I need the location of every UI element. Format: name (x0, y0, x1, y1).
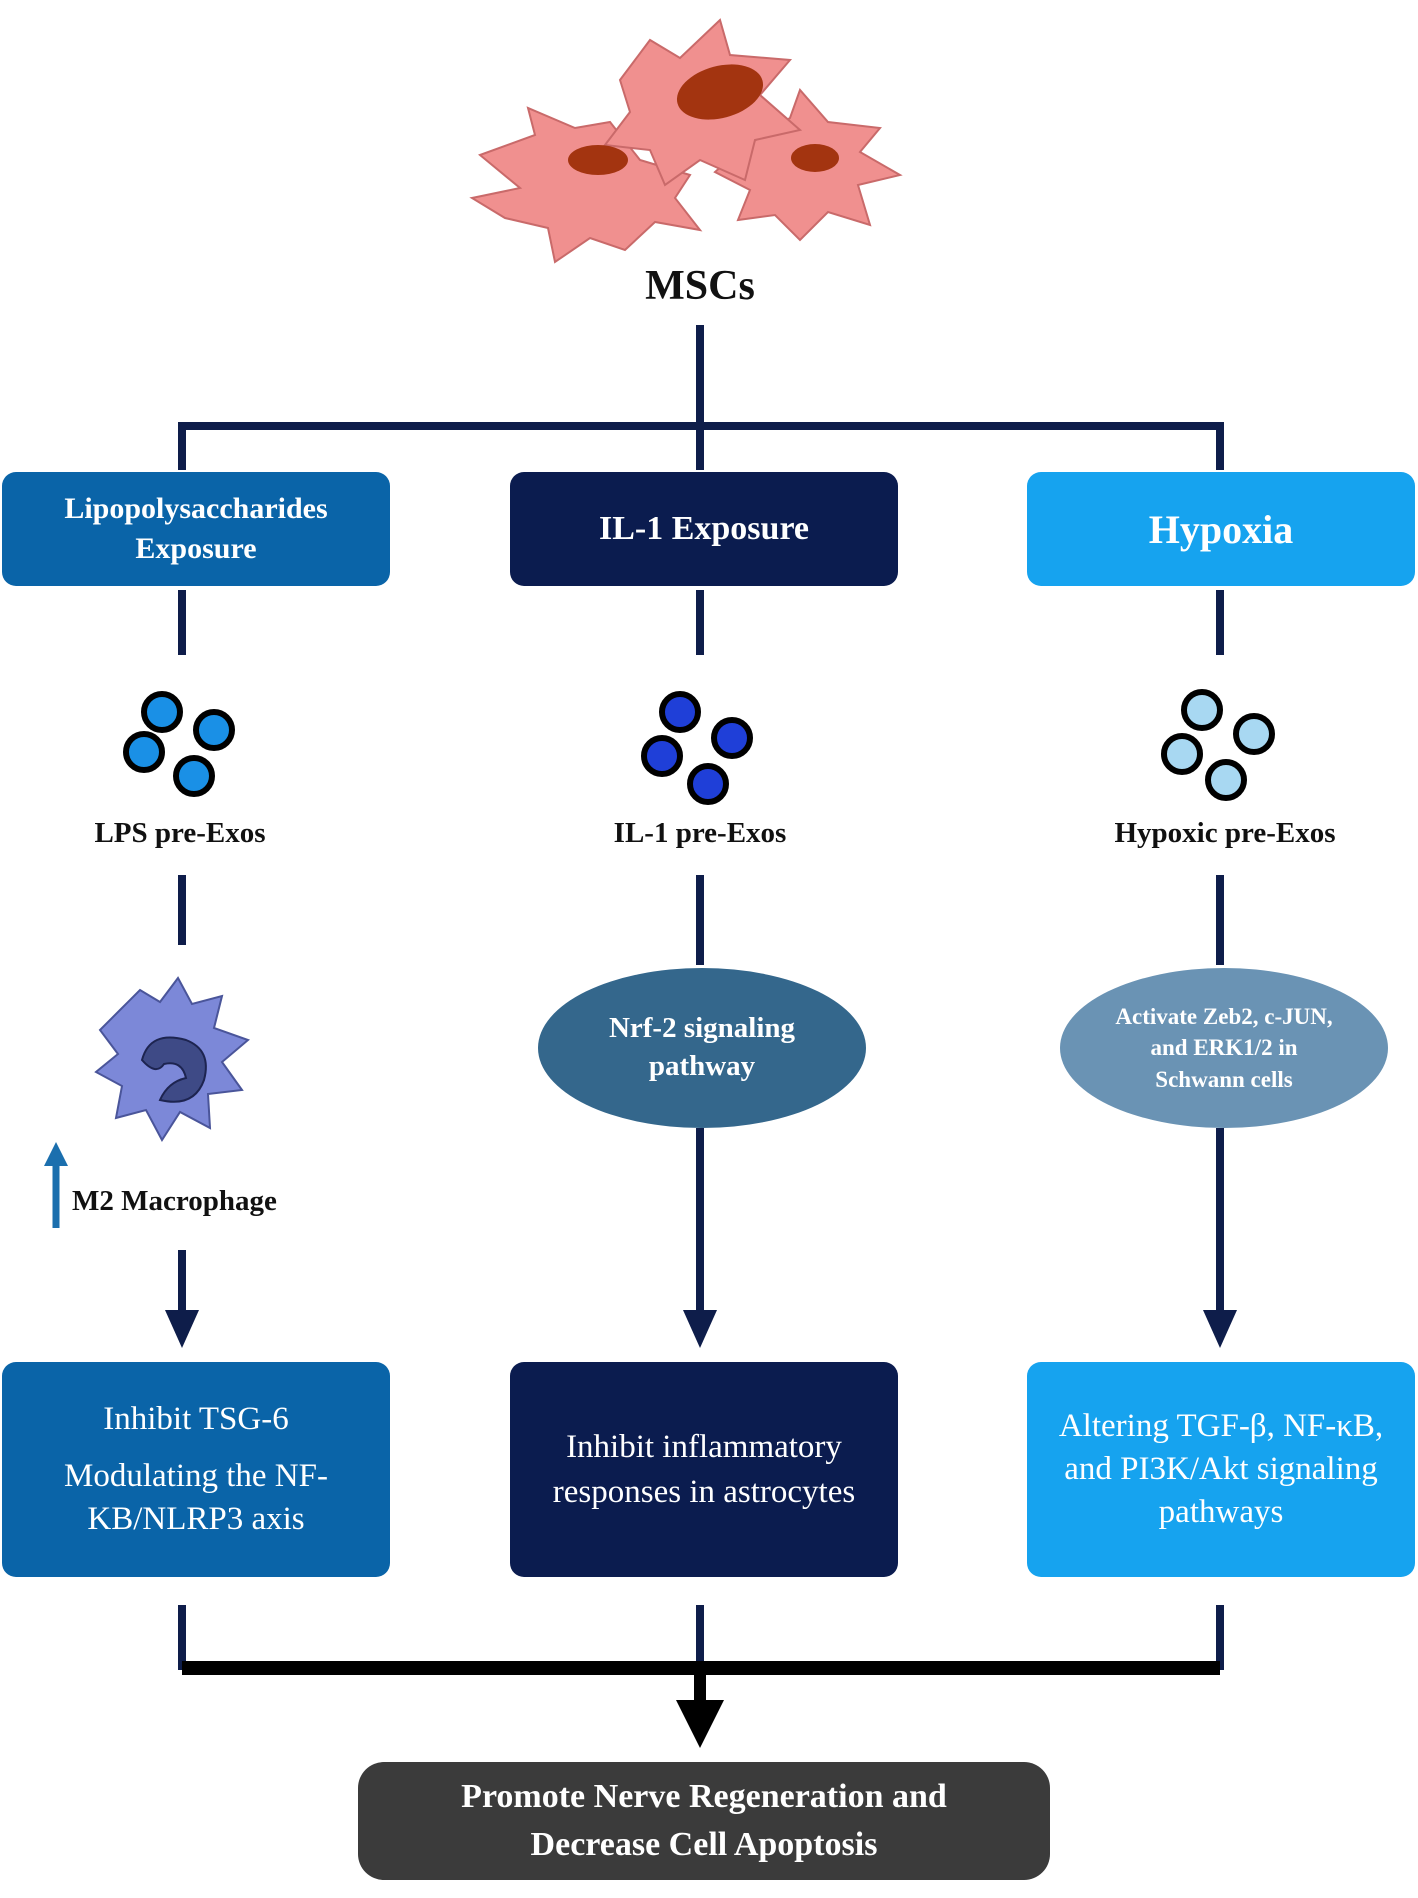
intermediate-label-il1: Nrf-2 signaling pathway (608, 1012, 796, 1082)
intermediate-label-lps: M2 Macrophage (72, 1185, 277, 1217)
stimulus-label-lps: Lipopolysaccharides Exposure (64, 491, 328, 566)
exosome-cluster-il1 (641, 691, 753, 805)
outcome-box-hypoxia: Altering TGF-β, NF-κB, and PI3K/Akt sign… (1027, 1362, 1415, 1577)
stimulus-label-il1: IL-1 Exposure (598, 510, 810, 547)
msc-nucleus-left (568, 145, 628, 175)
exosome-label-il1: IL-1 pre-Exos (613, 817, 787, 849)
stimulus-box-lps: Lipopolysaccharides Exposure (2, 472, 390, 586)
outcome-box-lps: Inhibit TSG-6 Modulating the NF-KB/NLRP3… (2, 1362, 390, 1577)
final-label: Promote Nerve Regeneration and Decrease … (461, 1778, 947, 1863)
msc-nucleus-right (791, 144, 839, 172)
final-arrowhead (676, 1700, 724, 1748)
msc-label: MSCs (645, 263, 755, 309)
lps-arrowhead (165, 1310, 199, 1348)
outcome-box-il1: Inhibit inflammatory responses in astroc… (510, 1362, 898, 1577)
hyp-arrowhead (1203, 1310, 1237, 1348)
oval-nrf2: Nrf-2 signaling pathway (538, 968, 866, 1128)
stimulus-label-hypoxia: Hypoxia (1148, 506, 1294, 552)
oval-hypoxia: Activate Zeb2, c-JUN, and ERK1/2 in Schw… (1060, 968, 1388, 1128)
stimulus-box-il1: IL-1 Exposure (510, 472, 898, 586)
exosome-cluster-lps (123, 691, 235, 797)
exosome-label-lps: LPS pre-Exos (94, 817, 266, 849)
up-arrow-head (44, 1142, 68, 1166)
exosome-cluster-hypoxia (1161, 689, 1275, 801)
outcome-line-lps-2: Modulating the NF-KB/NLRP3 axis (64, 1458, 328, 1537)
intermediate-label-hypoxia: Activate Zeb2, c-JUN, and ERK1/2 in Schw… (1115, 1004, 1333, 1092)
outcome-line-lps-1: Inhibit TSG-6 (103, 1401, 289, 1438)
macrophage-nucleus (140, 1036, 207, 1103)
msc-cell-left (469, 106, 703, 264)
il1-arrowhead (683, 1310, 717, 1348)
outcome-line-hypoxia-1: Altering TGF-β, NF-κB, and PI3K/Akt sign… (1058, 1408, 1384, 1530)
final-box: Promote Nerve Regeneration and Decrease … (358, 1762, 1050, 1880)
outcome-line-il1-1: Inhibit inflammatory responses in astroc… (552, 1428, 856, 1510)
stimulus-box-hypoxia: Hypoxia (1027, 472, 1415, 586)
msc-nucleus-center (676, 64, 764, 120)
exosome-label-hypoxia: Hypoxic pre-Exos (1114, 817, 1336, 849)
